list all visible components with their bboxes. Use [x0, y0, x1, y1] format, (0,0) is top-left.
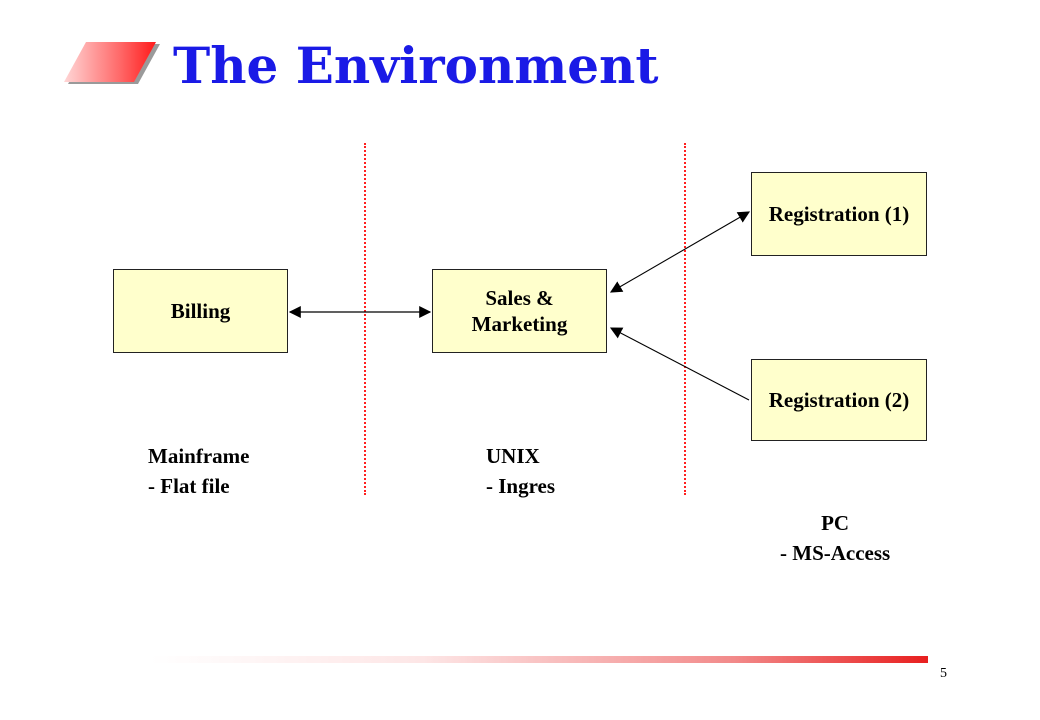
- unix-label: UNIX - Ingres: [486, 444, 556, 498]
- arrow-registration2-sales: [609, 327, 750, 401]
- arrow-registration1-sales: [609, 211, 751, 293]
- pc-label: PC - MS-Access: [780, 511, 891, 565]
- registration-2-box: Registration (2): [751, 359, 927, 441]
- title-accent-bar: [64, 42, 160, 84]
- mainframe-label: Mainframe - Flat file: [148, 444, 250, 498]
- divider-unix-pc: [684, 143, 686, 495]
- registration-1-box: Registration (1): [751, 172, 927, 256]
- sales-marketing-box: Sales & Marketing: [432, 269, 607, 353]
- billing-box: Billing: [113, 269, 288, 353]
- slide-title: The Environment: [173, 36, 659, 95]
- footer-gradient-rule: [150, 656, 928, 663]
- divider-mainframe-unix: [364, 143, 366, 495]
- page-number: 5: [940, 666, 947, 681]
